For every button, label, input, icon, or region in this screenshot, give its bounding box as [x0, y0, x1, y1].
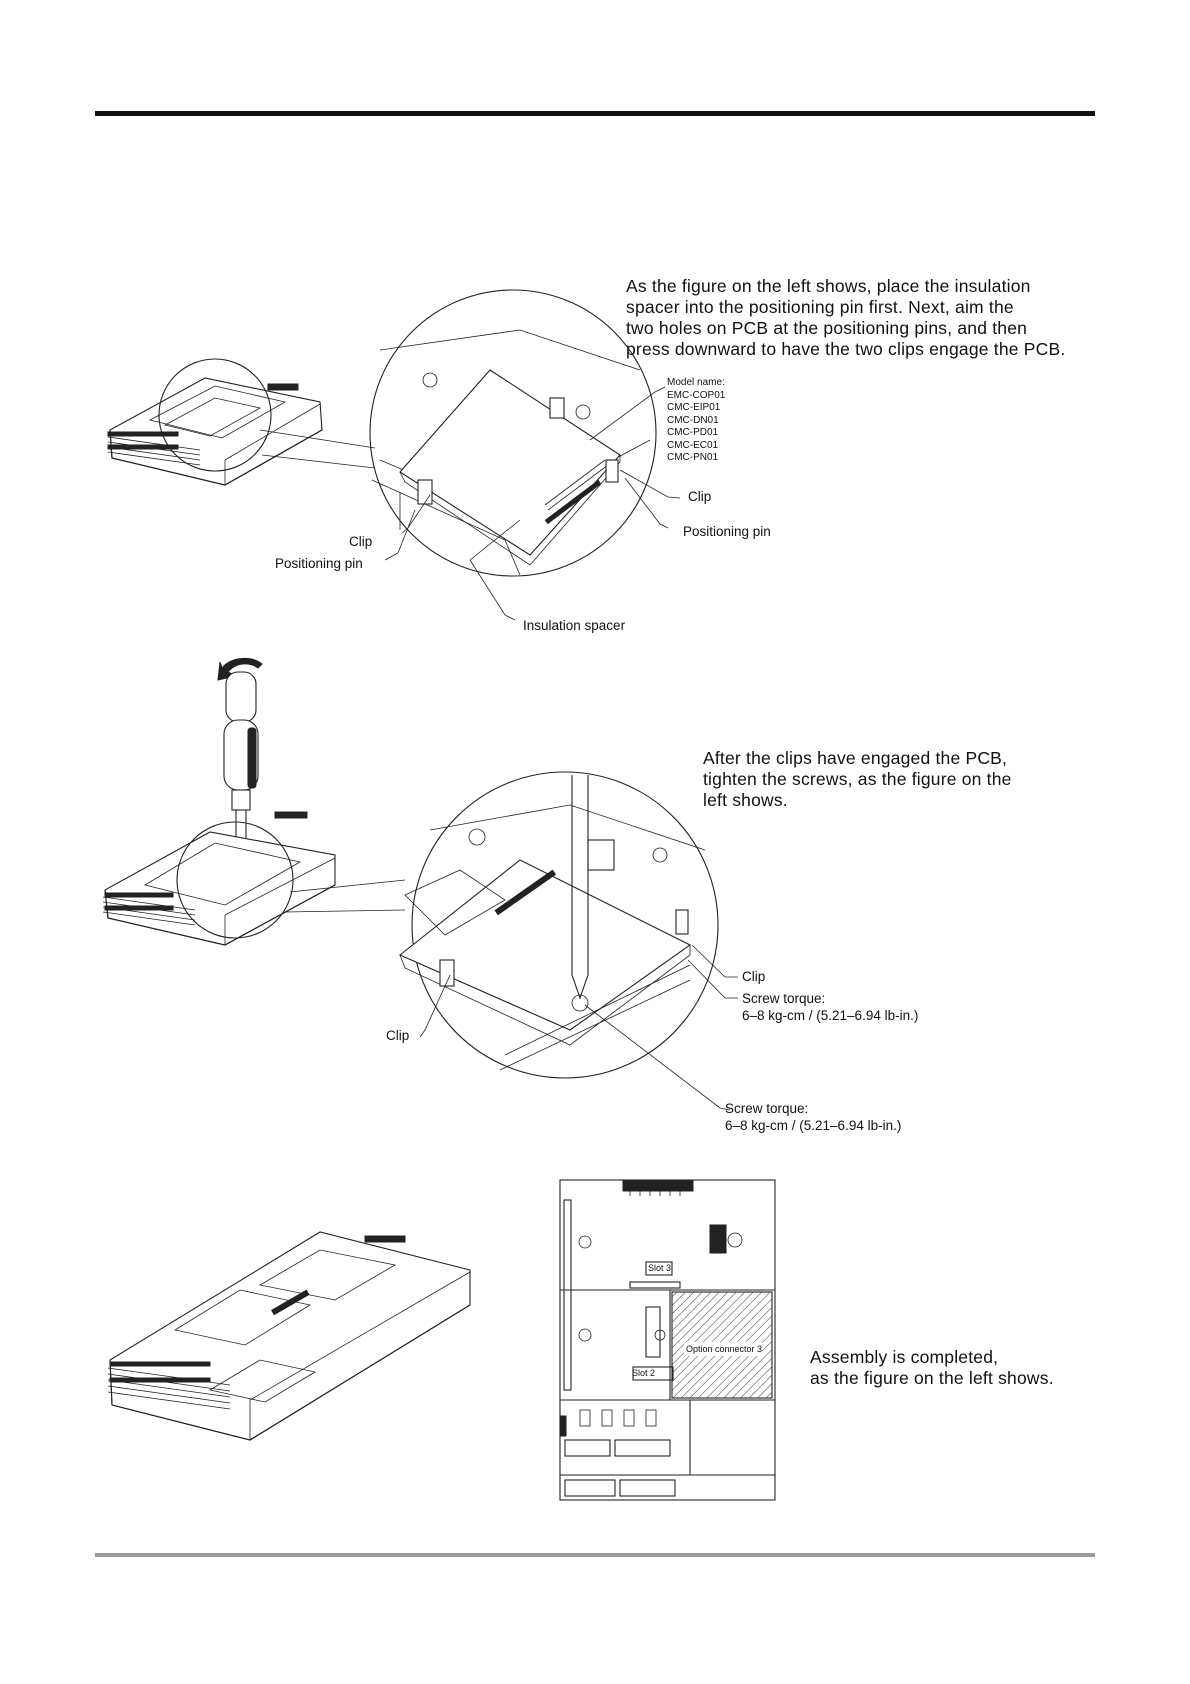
- step3-line-1: Assembly is completed,: [810, 1347, 999, 1367]
- step2-torque-bottom-title: Screw torque:: [725, 1101, 809, 1116]
- step2-magnified-view: [398, 771, 719, 1079]
- step1-spacer-label: Insulation spacer: [523, 618, 626, 633]
- step1-clip-left-label: Clip: [349, 534, 373, 549]
- slot3-label: Slot 3: [648, 1263, 672, 1273]
- step2-leader-lines: [419, 944, 738, 1111]
- step2-line-1: After the clips have engaged the PCB,: [703, 748, 1008, 768]
- step1-pin-left-label: Positioning pin: [275, 556, 363, 571]
- header-rule: [95, 111, 1095, 116]
- footer-rule: [95, 1553, 1095, 1557]
- model-1: EMC-COP01: [667, 389, 726, 401]
- step1-overview-drive: [107, 358, 323, 486]
- model-name-list: Model name: EMC-COP01 CMC-EIP01 CMC-DN01…: [667, 377, 725, 465]
- option-connector-label: Option connector 3: [686, 1344, 763, 1354]
- model-title: Model name:: [667, 377, 725, 388]
- screwdriver: [223, 671, 259, 907]
- slot2-label: Slot 2: [632, 1368, 656, 1378]
- step1-clip-right-label: Clip: [688, 489, 712, 504]
- step1-line-1: As the figure on the left shows, place t…: [626, 276, 1031, 296]
- step3-instruction: Assembly is completed, as the figure on …: [810, 1347, 1054, 1389]
- step1-magnified-view: [369, 289, 657, 577]
- step2-torque-right-title: Screw torque:: [742, 991, 826, 1006]
- step1-line-4: press downward to have the two clips eng…: [626, 339, 1066, 359]
- drive-top-view: [559, 1179, 776, 1501]
- model-4: CMC-PD01: [667, 427, 719, 438]
- step2-overview-drive: [102, 811, 336, 946]
- model-6: CMC-PN01: [667, 452, 719, 463]
- step1-instruction: As the figure on the left shows, place t…: [626, 276, 1065, 360]
- step1-line-2: spacer into the positioning pin first. N…: [626, 297, 1014, 317]
- step2-torque-bottom-value: 6–8 kg-cm / (5.21–6.94 lb-in.): [725, 1118, 902, 1133]
- step2-torque-right-value: 6–8 kg-cm / (5.21–6.94 lb-in.): [742, 1008, 919, 1023]
- step1-pin-right-label: Positioning pin: [683, 524, 771, 539]
- model-2: CMC-EIP01: [667, 402, 721, 413]
- step2-clip-right-label: Clip: [742, 969, 766, 984]
- step1-leader-lines: [384, 386, 681, 621]
- rotation-arrow-icon: [217, 658, 263, 681]
- assembled-drive: [107, 1231, 471, 1441]
- step2-line-3: left shows.: [703, 790, 788, 810]
- model-3: CMC-DN01: [667, 414, 719, 426]
- step2-torque-bottom: Screw torque: 6–8 kg-cm / (5.21–6.94 lb-…: [725, 1100, 901, 1134]
- step2-torque-right: Screw torque: 6–8 kg-cm / (5.21–6.94 lb-…: [742, 990, 918, 1024]
- step2-clip-left-label: Clip: [386, 1028, 410, 1043]
- step3-line-2: as the figure on the left shows.: [810, 1368, 1054, 1388]
- step2-instruction: After the clips have engaged the PCB, ti…: [703, 748, 1012, 811]
- step1-line-3: two holes on PCB at the positioning pins…: [626, 318, 1028, 338]
- model-5: CMC-EC01: [667, 439, 719, 451]
- step2-line-2: tighten the screws, as the figure on the: [703, 769, 1012, 789]
